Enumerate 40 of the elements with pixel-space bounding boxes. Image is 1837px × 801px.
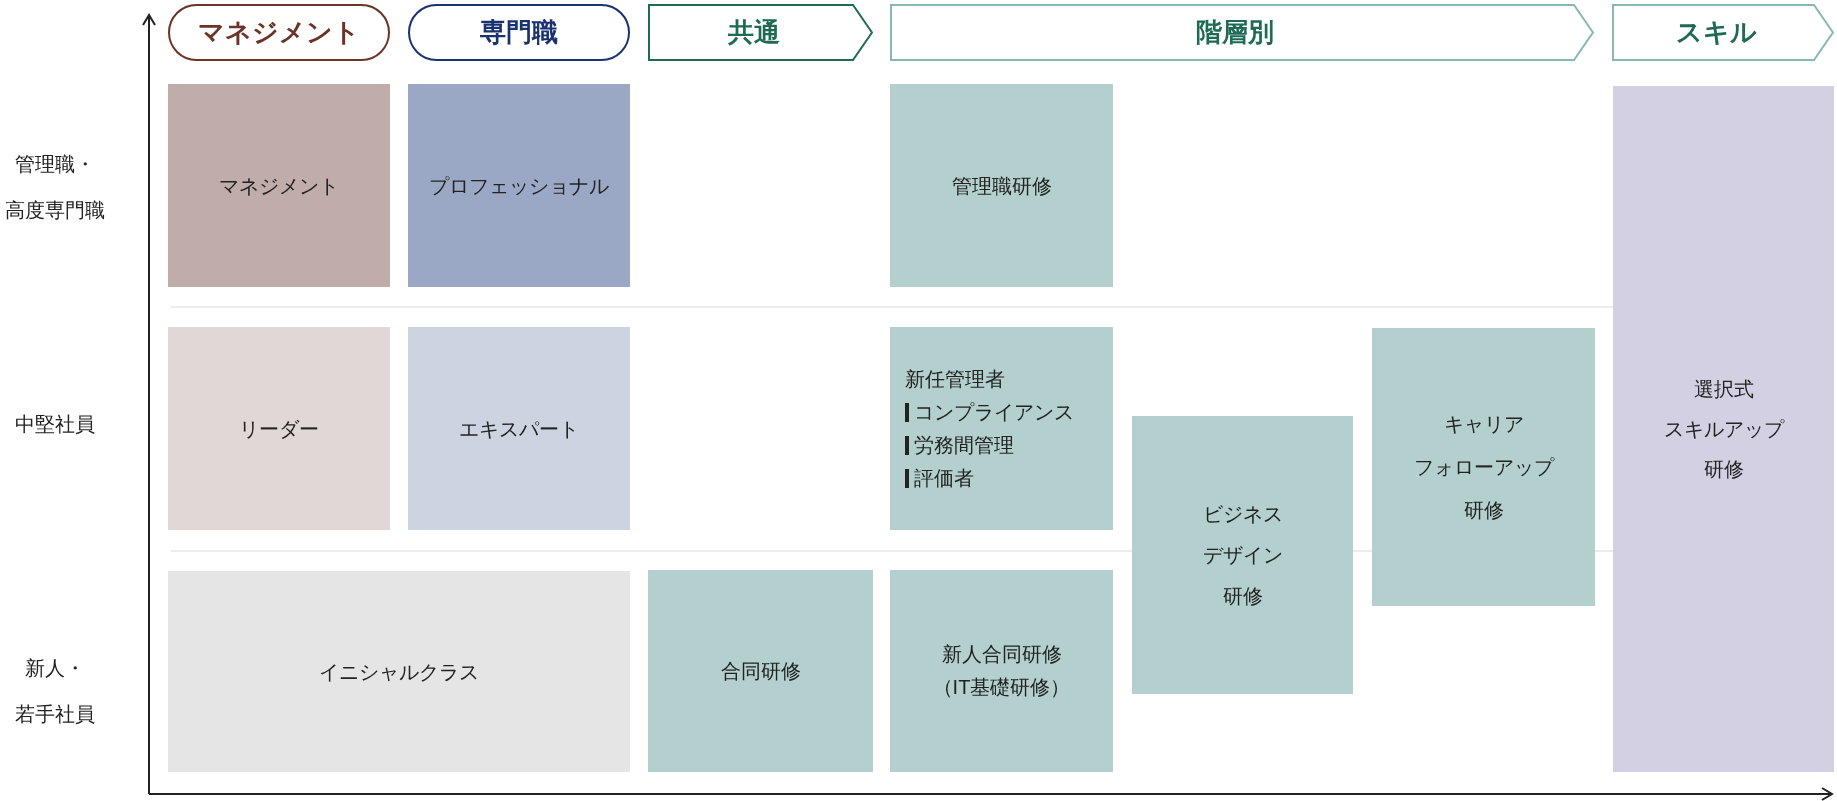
course-name: リーダー [239, 416, 319, 442]
category-label: 専門職 [480, 16, 558, 49]
course-topic: 評価者 [914, 465, 974, 491]
category-arrow-tab [648, 4, 873, 61]
level-label: 新人・若手社員 [15, 656, 95, 727]
course-name: イニシャルクラス [319, 659, 479, 685]
course-name: 合同研修 [720, 659, 801, 684]
course-name: プロフェッショナル [429, 173, 609, 199]
course-block [890, 327, 1113, 530]
course-topic: 労務間管理 [914, 432, 1014, 458]
course-block [408, 84, 630, 287]
category-pill [408, 4, 630, 61]
level-label: 中堅社員 [15, 412, 95, 437]
level-label: 管理職・高度専門職 [5, 152, 105, 223]
category-label: スキル [1675, 16, 1757, 49]
course-block [168, 84, 390, 287]
course-name: 管理職研修 [951, 173, 1052, 199]
category-label: 共通 [727, 16, 780, 49]
category-label: マネジメント [198, 16, 360, 49]
course-block [1132, 416, 1353, 694]
course-name: キャリアフォローアップ研修 [1413, 411, 1554, 523]
course-block [648, 570, 873, 772]
course-block [408, 327, 630, 530]
course-block [890, 84, 1113, 287]
category-label: 階層別 [1196, 16, 1274, 49]
course-name: マネジメント [219, 173, 339, 199]
course-block [168, 571, 630, 772]
course-name: 新任管理者 [905, 366, 1005, 392]
course-block [1613, 86, 1834, 772]
course-block [1372, 328, 1595, 606]
course-name: エキスパート [459, 416, 579, 442]
category-arrow-tab [1612, 4, 1834, 61]
category-pill [168, 4, 390, 61]
course-name: 選択式スキルアップ研修 [1663, 377, 1784, 482]
category-arrow-tab [890, 4, 1594, 61]
course-name: 新人合同研修（IT基礎研修） [932, 642, 1071, 700]
course-block [168, 327, 390, 530]
course-block [890, 570, 1113, 772]
course-topic: コンプライアンス [914, 399, 1074, 425]
course-name: ビジネスデザイン研修 [1202, 501, 1283, 609]
